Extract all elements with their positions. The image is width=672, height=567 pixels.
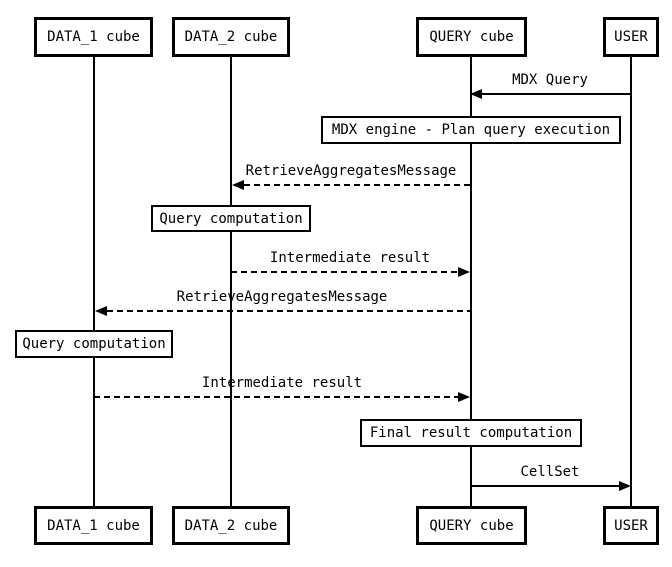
arrowhead-right-icon xyxy=(458,267,470,277)
activation-box-query-computation-data2: Query computation xyxy=(151,205,311,232)
message-line-intermediate-result-2 xyxy=(94,396,458,398)
actor-label: QUERY cube xyxy=(429,29,514,45)
actor-label: DATA_2 cube xyxy=(184,29,278,45)
actor-label: QUERY cube xyxy=(429,517,514,534)
actor-box-data1-cube-bottom: DATA_1 cube xyxy=(34,506,153,545)
message-label-intermediate-result-1: Intermediate result xyxy=(269,250,431,266)
message-label-mdx-query: MDX Query xyxy=(512,72,588,88)
actor-box-query-cube-top: QUERY cube xyxy=(416,17,527,57)
actor-box-user-bottom: USER xyxy=(603,506,659,545)
lifeline-query-cube xyxy=(470,57,472,506)
message-line-intermediate-result-1 xyxy=(231,271,459,273)
activation-label: Query computation xyxy=(22,336,166,352)
actor-box-data1-cube-top: DATA_1 cube xyxy=(34,17,153,57)
actor-box-data2-cube-top: DATA_2 cube xyxy=(172,17,290,57)
lifeline-data1-cube xyxy=(93,57,95,506)
message-line-retrieve-aggregates-1 xyxy=(234,184,470,186)
lifeline-user xyxy=(630,57,632,506)
message-line-cellset xyxy=(470,485,619,487)
arrowhead-right-icon xyxy=(619,481,631,491)
actor-label: USER xyxy=(614,517,648,534)
actor-label: DATA_1 cube xyxy=(47,517,140,534)
message-label-intermediate-result-2: Intermediate result xyxy=(201,375,363,391)
activation-label: Query computation xyxy=(159,210,303,227)
activation-box-query-computation-data1: Query computation xyxy=(15,330,173,358)
message-label-cellset: CellSet xyxy=(520,464,580,480)
arrowhead-left-icon xyxy=(232,180,244,190)
actor-label: USER xyxy=(614,29,648,45)
arrowhead-left-icon xyxy=(95,306,107,316)
actor-box-user-top: USER xyxy=(603,17,659,57)
message-line-retrieve-aggregates-2 xyxy=(97,310,470,312)
message-label-retrieve-aggregates-1: RetrieveAggregatesMessage xyxy=(245,163,457,179)
actor-label: DATA_1 cube xyxy=(47,29,140,45)
activation-box-plan-query-execution: MDX engine - Plan query execution xyxy=(321,116,621,144)
message-line-mdx-query xyxy=(472,93,631,95)
arrowhead-left-icon xyxy=(470,89,482,99)
activation-box-final-result-computation: Final result computation xyxy=(360,419,582,447)
activation-label: MDX engine - Plan query execution xyxy=(331,122,611,138)
actor-box-data2-cube-bottom: DATA_2 cube xyxy=(172,506,290,545)
message-label-retrieve-aggregates-2: RetrieveAggregatesMessage xyxy=(176,289,388,305)
arrowhead-right-icon xyxy=(458,392,470,402)
actor-label: DATA_2 cube xyxy=(184,517,278,534)
activation-label: Final result computation xyxy=(369,425,573,441)
actor-box-query-cube-bottom: QUERY cube xyxy=(416,506,527,545)
lifeline-data2-cube xyxy=(230,57,232,506)
